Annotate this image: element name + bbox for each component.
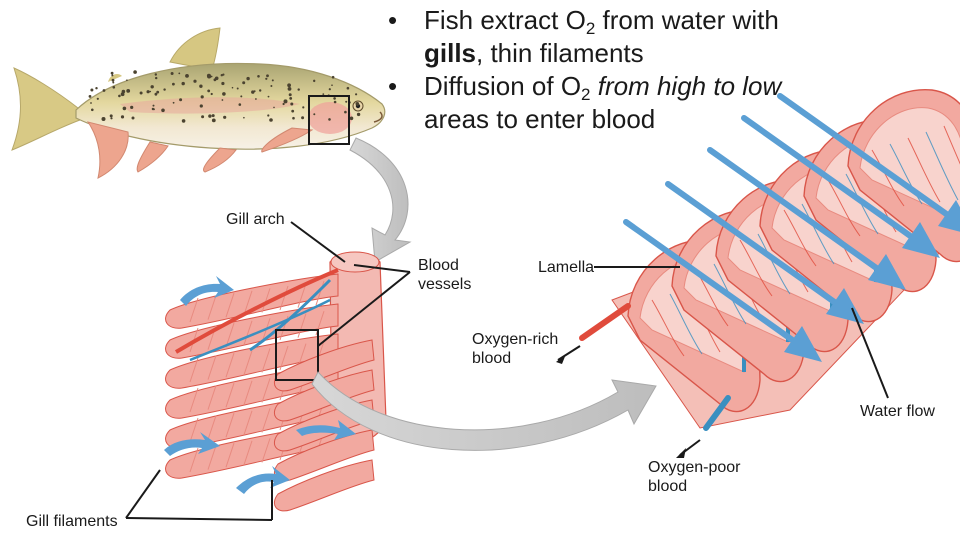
bullet-2-text-end: areas to enter blood — [424, 104, 656, 134]
label-oxygen-poor-line2: blood — [648, 478, 688, 495]
water-flow-arrow — [777, 93, 955, 221]
gill-filament — [274, 339, 375, 392]
bullet-1-text: Fish extract O — [424, 5, 586, 35]
bullet-2: • Diffusion of O2 from high to low areas… — [388, 70, 948, 136]
gill-filament — [274, 459, 375, 512]
bullet-1: • Fish extract O2 from water with gills,… — [388, 4, 948, 70]
filament-zoom-box — [275, 329, 319, 381]
gill-arch-illustration — [164, 251, 387, 512]
bullet-1-subscript: 2 — [585, 19, 596, 38]
water-flow-arrow — [707, 147, 885, 275]
label-gill-filaments: Gill filaments — [26, 513, 118, 530]
water-flow-arrow — [665, 181, 843, 309]
label-oxygen-poor-blood: Oxygen-poor blood — [648, 458, 741, 496]
fish-illustration — [11, 27, 386, 179]
fish-gill-zoom-box — [308, 95, 350, 145]
label-blood-vessels-line2: vessels — [418, 276, 472, 293]
bullet-2-text: Diffusion of O — [424, 71, 582, 101]
label-oxygen-rich-blood: Oxygen-rich blood — [472, 330, 558, 368]
gill-filament — [165, 333, 339, 389]
bullet-1-text-mid: from water with — [595, 5, 779, 35]
water-flow-arrow — [741, 115, 919, 243]
bullet-marker: • — [388, 5, 398, 35]
zoom-arrow-2 — [311, 371, 657, 451]
zoom-arrow-1 — [349, 137, 412, 263]
label-lamella: Lamella — [538, 259, 595, 276]
label-gill-arch: Gill arch — [226, 211, 285, 228]
label-leaders — [125, 221, 889, 521]
label-oxygen-rich-line1: Oxygen-rich — [472, 331, 559, 348]
label-blood-vessels-line1: Blood — [418, 257, 459, 274]
label-oxygen-poor-line1: Oxygen-poor — [648, 459, 741, 476]
lamella-plate — [847, 89, 960, 263]
label-arrowheads — [556, 354, 686, 458]
bullet-list: • Fish extract O2 from water with gills,… — [388, 4, 948, 136]
label-blood-vessels: Blood vessels — [418, 256, 471, 294]
bullet-1-text-end: , thin filaments — [476, 38, 644, 68]
bullet-2-subscript: 2 — [581, 85, 591, 104]
label-oxygen-rich-line2: blood — [472, 350, 512, 367]
label-water-flow: Water flow — [860, 403, 935, 420]
bullet-1-bold: gills — [424, 38, 477, 68]
bullet-2-italic: from high to low — [597, 71, 782, 101]
bullet-marker: • — [388, 71, 398, 101]
lamellae-illustration — [579, 89, 960, 431]
water-flow-arrow — [623, 219, 801, 347]
